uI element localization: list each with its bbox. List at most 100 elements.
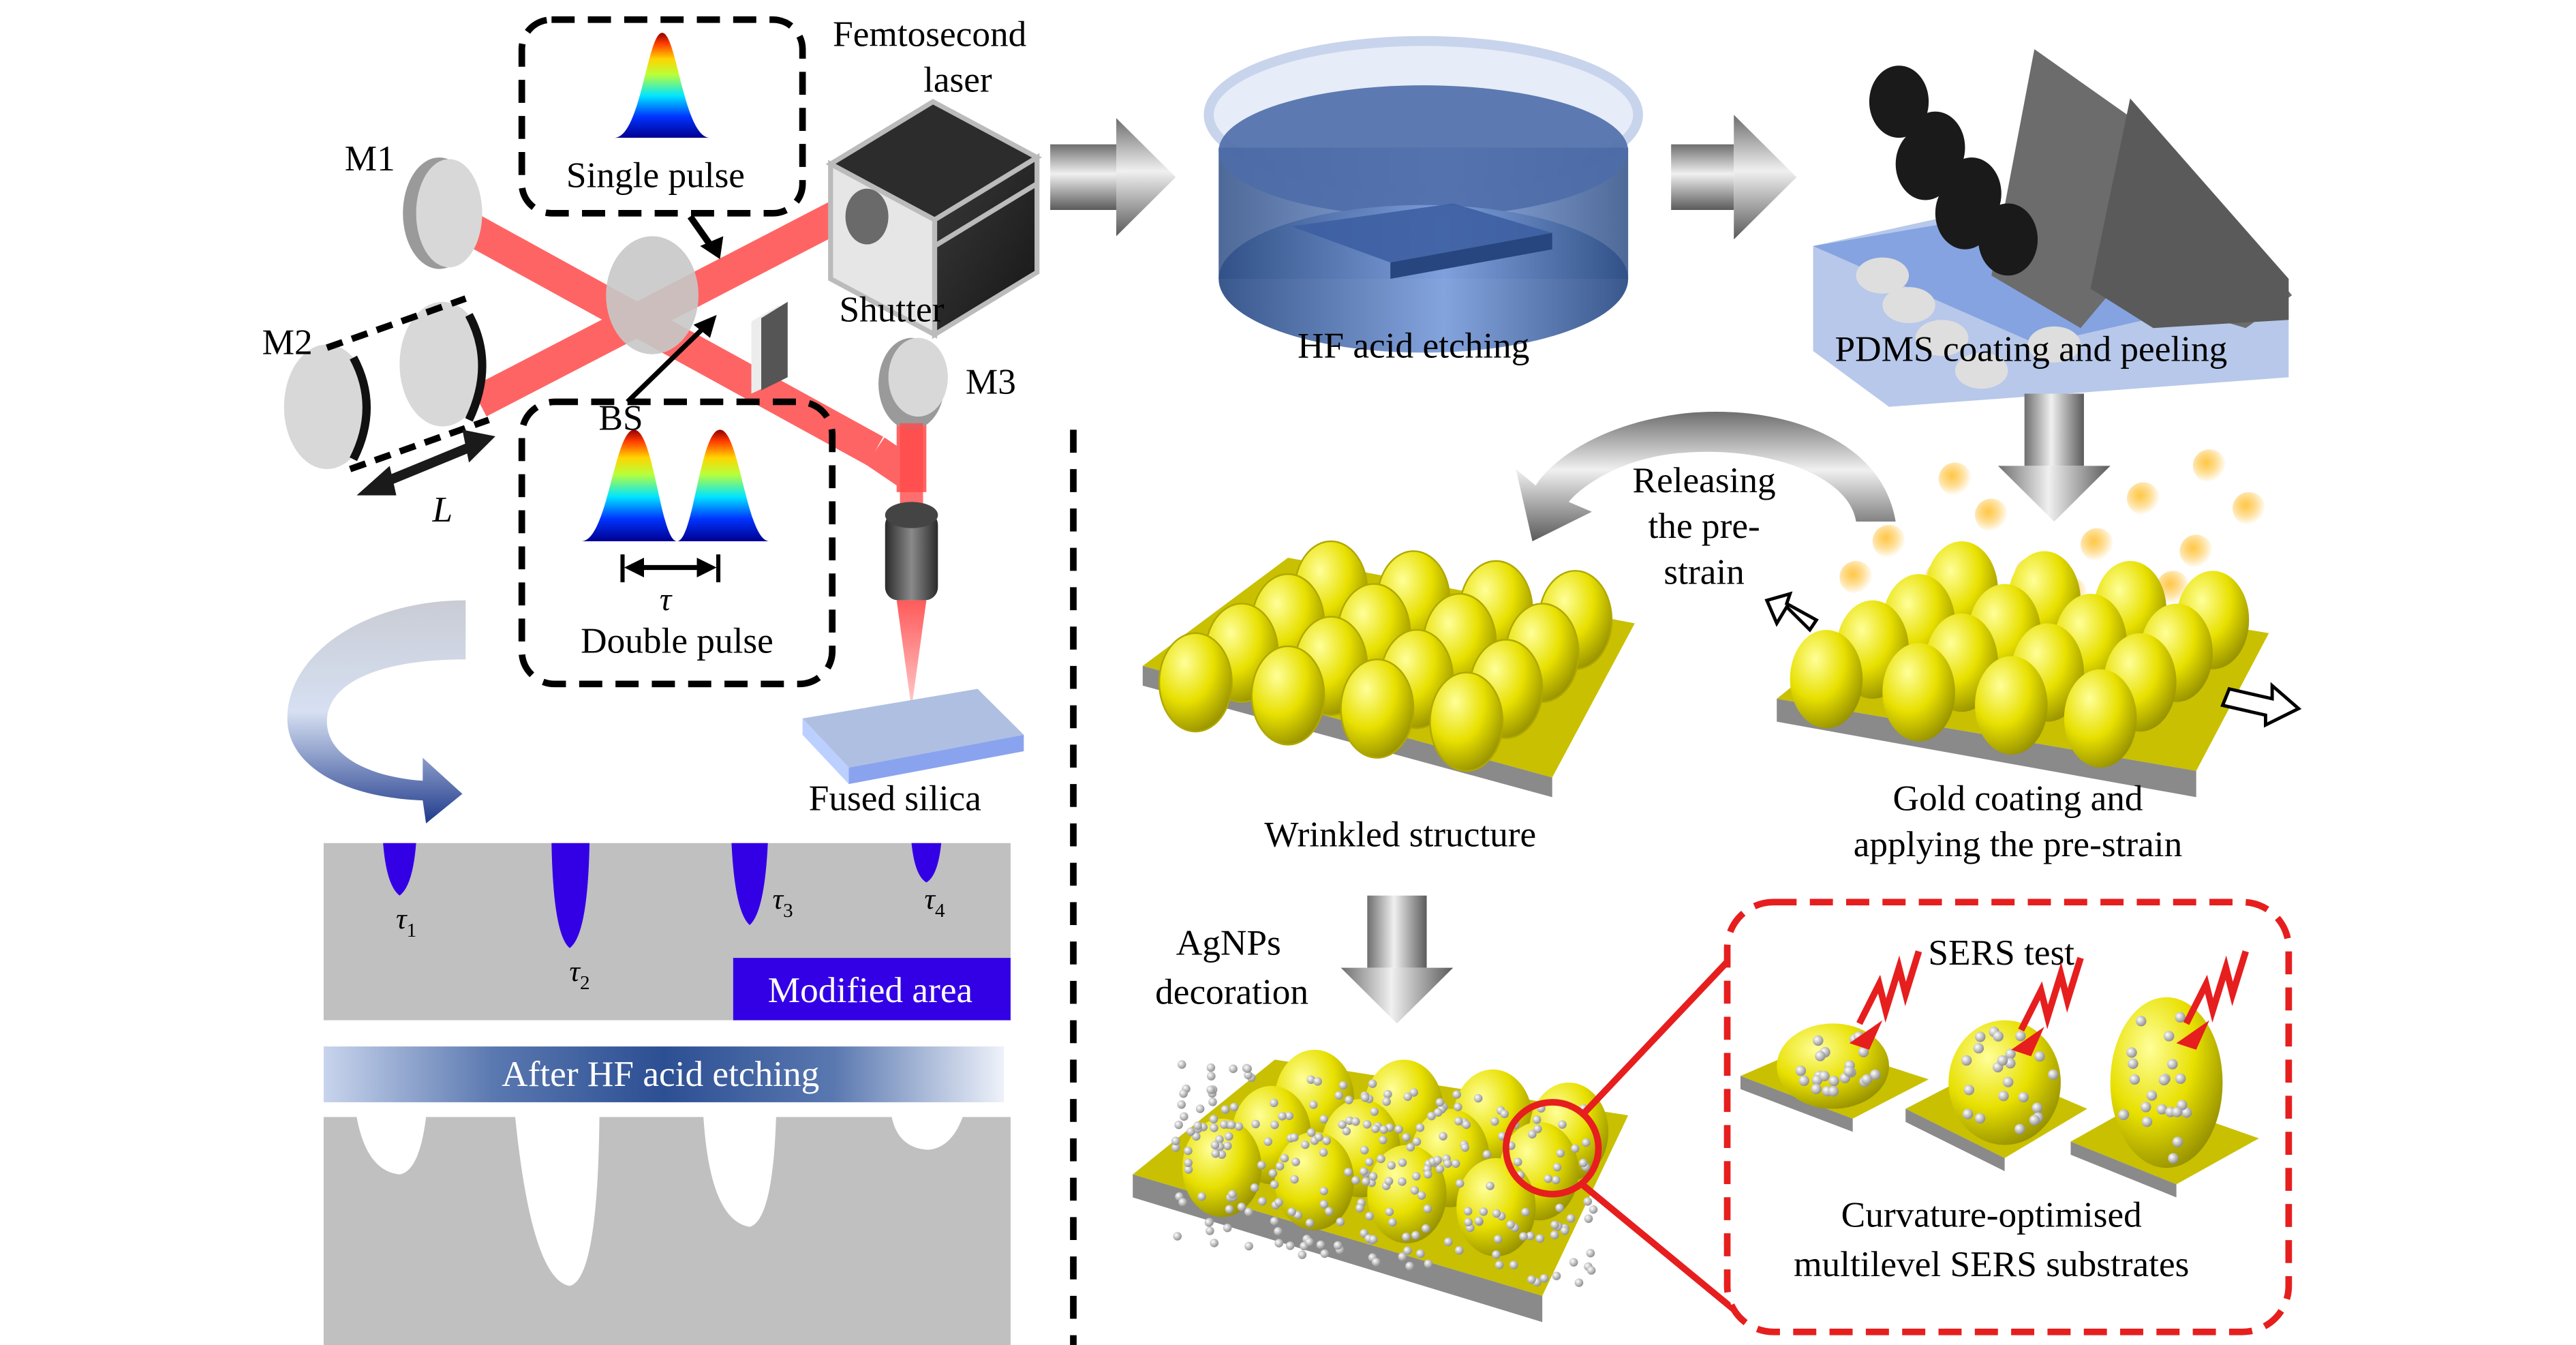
- silver-nanoparticle: [1828, 1075, 1839, 1087]
- silver-nanoparticle: [1486, 1181, 1494, 1190]
- silver-nanoparticle: [1454, 1245, 1464, 1255]
- silver-nanoparticle: [1586, 1266, 1596, 1275]
- silver-nanoparticle: [1263, 1137, 1272, 1146]
- silver-nanoparticle: [1398, 1177, 1407, 1186]
- silver-nanoparticle: [1482, 1150, 1492, 1159]
- silver-nanoparticle: [1494, 1260, 1504, 1269]
- silver-nanoparticle: [1206, 1226, 1214, 1235]
- silver-nanoparticle: [1325, 1207, 1334, 1216]
- agnp-decorated-structure-icon: [1133, 1049, 1629, 1323]
- silver-nanoparticle: [1355, 1203, 1364, 1213]
- etched-pores: [356, 1117, 963, 1286]
- silver-nanoparticle: [1338, 1120, 1347, 1129]
- silver-nanoparticle: [1215, 1135, 1224, 1144]
- silver-nanoparticle: [1171, 1136, 1180, 1145]
- laser-label-line2: laser: [923, 61, 992, 100]
- agnps-label-line2: decoration: [1155, 973, 1308, 1012]
- silver-nanoparticle: [1398, 1252, 1407, 1261]
- single-pulse-frame: [518, 16, 806, 217]
- silver-nanoparticle: [1305, 1218, 1315, 1228]
- delay-label: τ2: [569, 955, 589, 994]
- silver-nanoparticle: [1368, 1079, 1377, 1088]
- silver-nanoparticle: [1586, 1249, 1595, 1258]
- raman-laser-arrowheads: [1849, 1020, 2210, 1057]
- silver-nanoparticle: [2172, 1136, 2183, 1147]
- shutter-icon: [751, 301, 788, 394]
- raman-laser-waves-icon: [1856, 950, 2250, 1032]
- silver-nanoparticle: [1528, 1130, 1537, 1139]
- silver-nanoparticle: [1234, 1122, 1244, 1131]
- silver-nanoparticle: [1412, 1137, 1422, 1146]
- silver-nanoparticle: [1388, 1218, 1397, 1227]
- silver-nanoparticle: [1177, 1060, 1186, 1069]
- etched-pore: [356, 1117, 427, 1175]
- agnps-label-line1: AgNPs: [1176, 924, 1281, 963]
- silver-nanoparticle: [1819, 1070, 1830, 1082]
- silver-nanoparticle: [1319, 1148, 1328, 1157]
- silver-nanoparticle: [1243, 1064, 1252, 1073]
- silver-nanoparticle: [1492, 1209, 1501, 1218]
- wrinkled-structure-icon: [1142, 540, 1635, 798]
- sers-caption-line2: multilevel SERS substrates: [1794, 1245, 2189, 1284]
- silver-nanoparticle: [1319, 1186, 1328, 1196]
- silver-nanoparticle: [1455, 1179, 1465, 1188]
- silver-nanoparticle: [2118, 1109, 2129, 1121]
- double-pulse-inset: τ Double pulse: [518, 398, 836, 688]
- modified-regions: [383, 843, 942, 948]
- silver-nanoparticle: [1993, 1031, 2004, 1042]
- silver-nanoparticle: [1207, 1072, 1216, 1080]
- silver-nanoparticle: [1398, 1158, 1407, 1167]
- silver-nanoparticle: [1285, 1111, 1293, 1121]
- silver-nanoparticle: [1569, 1258, 1578, 1267]
- silver-nanoparticle: [1319, 1115, 1328, 1123]
- silver-nanoparticle: [1387, 1161, 1396, 1170]
- silver-nanoparticle: [1300, 1140, 1310, 1149]
- silver-nanoparticle: [2175, 1012, 2186, 1023]
- double-pulse-pointer-head: [693, 314, 717, 338]
- step-gold-label-line2: applying the pre-strain: [1854, 825, 2182, 864]
- gold-prestrained-structure-icon: [1777, 541, 2269, 798]
- silver-nanoparticle: [1410, 1185, 1420, 1195]
- silver-nanoparticle: [1795, 1066, 1807, 1076]
- etch-banner-label: After HF acid etching: [502, 1055, 819, 1094]
- silver-nanoparticle: [1177, 1100, 1186, 1109]
- silver-nanoparticle: [1403, 1092, 1412, 1101]
- silver-nanoparticle: [1179, 1089, 1188, 1098]
- silver-nanoparticle: [1578, 1158, 1588, 1168]
- silver-nanoparticle: [1184, 1146, 1193, 1155]
- strain-arrow-right-icon: [2220, 682, 2302, 728]
- step-wrinkled-label: Wrinkled structure: [1264, 815, 1536, 855]
- fused-silica-sample-icon: [802, 689, 1024, 785]
- silver-nanoparticle: [1225, 1205, 1234, 1214]
- sers-caption-line1: Curvature-optimised: [1841, 1196, 2142, 1235]
- silver-nanoparticle: [1275, 1162, 1285, 1170]
- silver-nanoparticle: [1584, 1214, 1593, 1223]
- silver-nanoparticle: [1571, 1144, 1580, 1153]
- silver-nanoparticle: [1513, 1158, 1522, 1166]
- silver-nanoparticle: [1270, 1217, 1279, 1226]
- silver-nanoparticle: [1250, 1183, 1259, 1192]
- silver-nanoparticle: [1229, 1102, 1239, 1112]
- silver-nanoparticle: [2005, 1048, 2016, 1059]
- silver-nanoparticle: [1402, 1133, 1411, 1142]
- silver-nanoparticle: [1184, 1165, 1193, 1174]
- zoom-highlight-circle: [1503, 1099, 1602, 1198]
- silver-nanoparticle: [1360, 1145, 1369, 1155]
- silver-nanoparticle: [1208, 1098, 1217, 1106]
- silver-nanoparticle: [1228, 1190, 1237, 1199]
- silver-nanoparticle: [2128, 1058, 2138, 1070]
- silver-nanoparticle: [2002, 1076, 2014, 1088]
- silver-nanoparticle: [1963, 1085, 1975, 1095]
- silver-nanoparticle: [1422, 1224, 1430, 1233]
- silver-nanoparticle: [1251, 1119, 1260, 1129]
- silver-nanoparticle: [2156, 1104, 2168, 1115]
- silver-nanoparticle: [1454, 1102, 1462, 1112]
- optical-setup: Single pulse Femtosecond laser M1: [262, 15, 1042, 819]
- femtosecond-laser-icon: [825, 99, 1042, 339]
- silver-nanoparticle: [1368, 1235, 1378, 1244]
- silver-nanoparticle: [1423, 1170, 1432, 1179]
- silver-nanoparticle: [1285, 1241, 1295, 1250]
- double-pulse-waveform: [581, 429, 770, 542]
- silver-nanoparticle: [1539, 1273, 1549, 1283]
